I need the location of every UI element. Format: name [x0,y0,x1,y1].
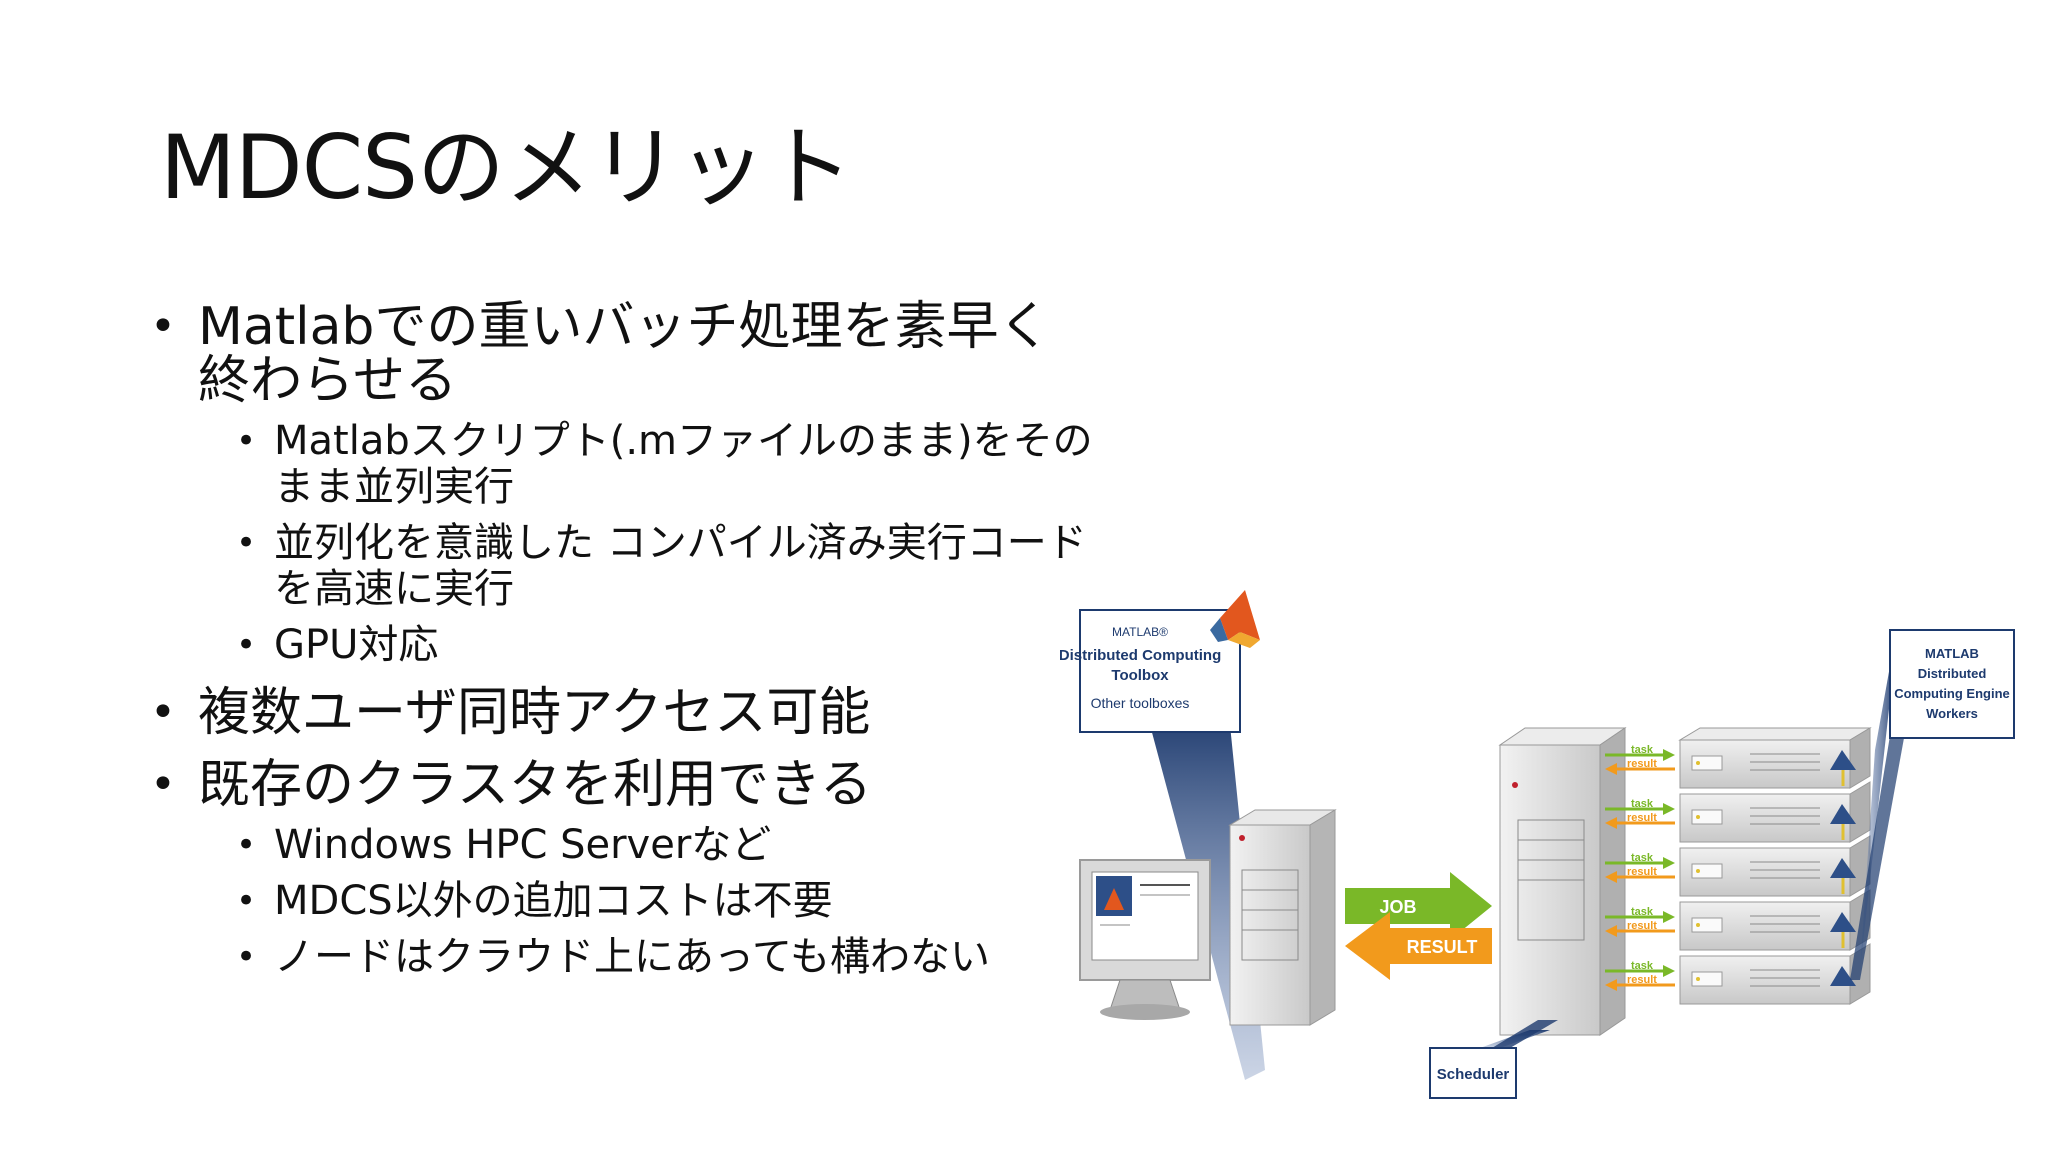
workers-callout: MATLAB Distributed Computing Engine Work… [1850,629,2015,980]
task-label: task [1631,960,1654,972]
workers-line4: Workers [1926,706,1978,721]
worker-node [1679,835,1871,897]
scheduler-callout: Scheduler [1429,1020,1558,1099]
worker-rack [1678,727,1872,1005]
toolbox-line4: Other toolboxes [1091,695,1190,711]
bullet-text: Matlabでの重いバッチ処理を素早く終わらせる [198,297,1051,411]
scheduler-label: Scheduler [1437,1066,1510,1083]
sub-bullet-item: MDCS以外の追加コストは不要 [236,878,1100,924]
sub-bullet-item: ノードはクラウド上にあっても構わない [236,934,1100,980]
result-small-label: result [1627,974,1657,986]
scheduler-box [1429,1047,1517,1099]
task-arrow-pair: task result [1605,798,1675,829]
workers-line2: Distributed [1918,666,1987,681]
workers-box [1889,629,2015,739]
bullet-text: 複数ユーザ同時アクセス可能 [198,683,871,743]
bullet-text: 既存のクラスタを利用できる [198,755,872,815]
worker-node [1679,943,1871,1005]
sub-bullet-item: GPU対応 [236,622,1100,668]
sub-bullet-list: Matlabスクリプト(.mファイルのまま)をそのまま並列実行 並列化を意識した… [198,418,1100,668]
task-arrow-pair: task result [1605,906,1675,937]
client-tower [1228,809,1337,1026]
mdcs-architecture-diagram: MATLAB® Distributed Computing Toolbox Ot… [1060,590,2015,1099]
task-arrow-pair: task result [1605,744,1675,775]
bullet-item: 複数ユーザ同時アクセス可能 [150,686,1100,740]
result-small-label: result [1627,920,1657,932]
task-label: task [1631,906,1654,918]
bullet-item: 既存のクラスタを利用できる Windows HPC Serverなど MDCS以… [150,758,1100,980]
sub-bullet-item: 並列化を意識した コンパイル済み実行コードを高速に実行 [236,520,1100,612]
result-label: RESULT [1407,937,1478,957]
bullet-list: Matlabでの重いバッチ処理を素早く終わらせる Matlabスクリプト(.mフ… [150,300,1100,998]
worker-node [1679,781,1871,843]
workers-line1: MATLAB [1925,646,1979,661]
scheduler-server [1498,727,1627,1036]
toolbox-line3: Toolbox [1111,667,1169,684]
result-small-label: result [1627,866,1657,878]
slide-title: MDCSのメリット [160,116,853,219]
result-small-label: result [1627,812,1657,824]
sub-bullet-list: Windows HPC Serverなど MDCS以外の追加コストは不要 ノード… [198,822,1100,980]
bullet-item: Matlabでの重いバッチ処理を素早く終わらせる Matlabスクリプト(.mフ… [150,300,1100,668]
task-arrows: task result task result task result task… [1605,744,1675,991]
matlab-logo-icon [1210,590,1260,648]
toolbox-line2: Distributed Computing [1060,647,1221,664]
toolbox-line1: MATLAB® [1112,625,1168,639]
result-small-label: result [1627,758,1657,770]
sub-bullet-item: Windows HPC Serverなど [236,822,1100,868]
client-monitor [1079,859,1211,1020]
workers-line3: Computing Engine [1894,686,2010,701]
task-arrow-pair: task result [1605,960,1675,991]
job-label: JOB [1379,897,1416,917]
worker-node [1679,889,1871,951]
task-arrow-pair: task result [1605,852,1675,883]
task-label: task [1631,798,1654,810]
task-label: task [1631,852,1654,864]
sub-bullet-item: Matlabスクリプト(.mファイルのまま)をそのまま並列実行 [236,418,1100,510]
task-label: task [1631,744,1654,756]
worker-node [1678,727,1872,789]
result-arrow: RESULT [1345,912,1492,980]
